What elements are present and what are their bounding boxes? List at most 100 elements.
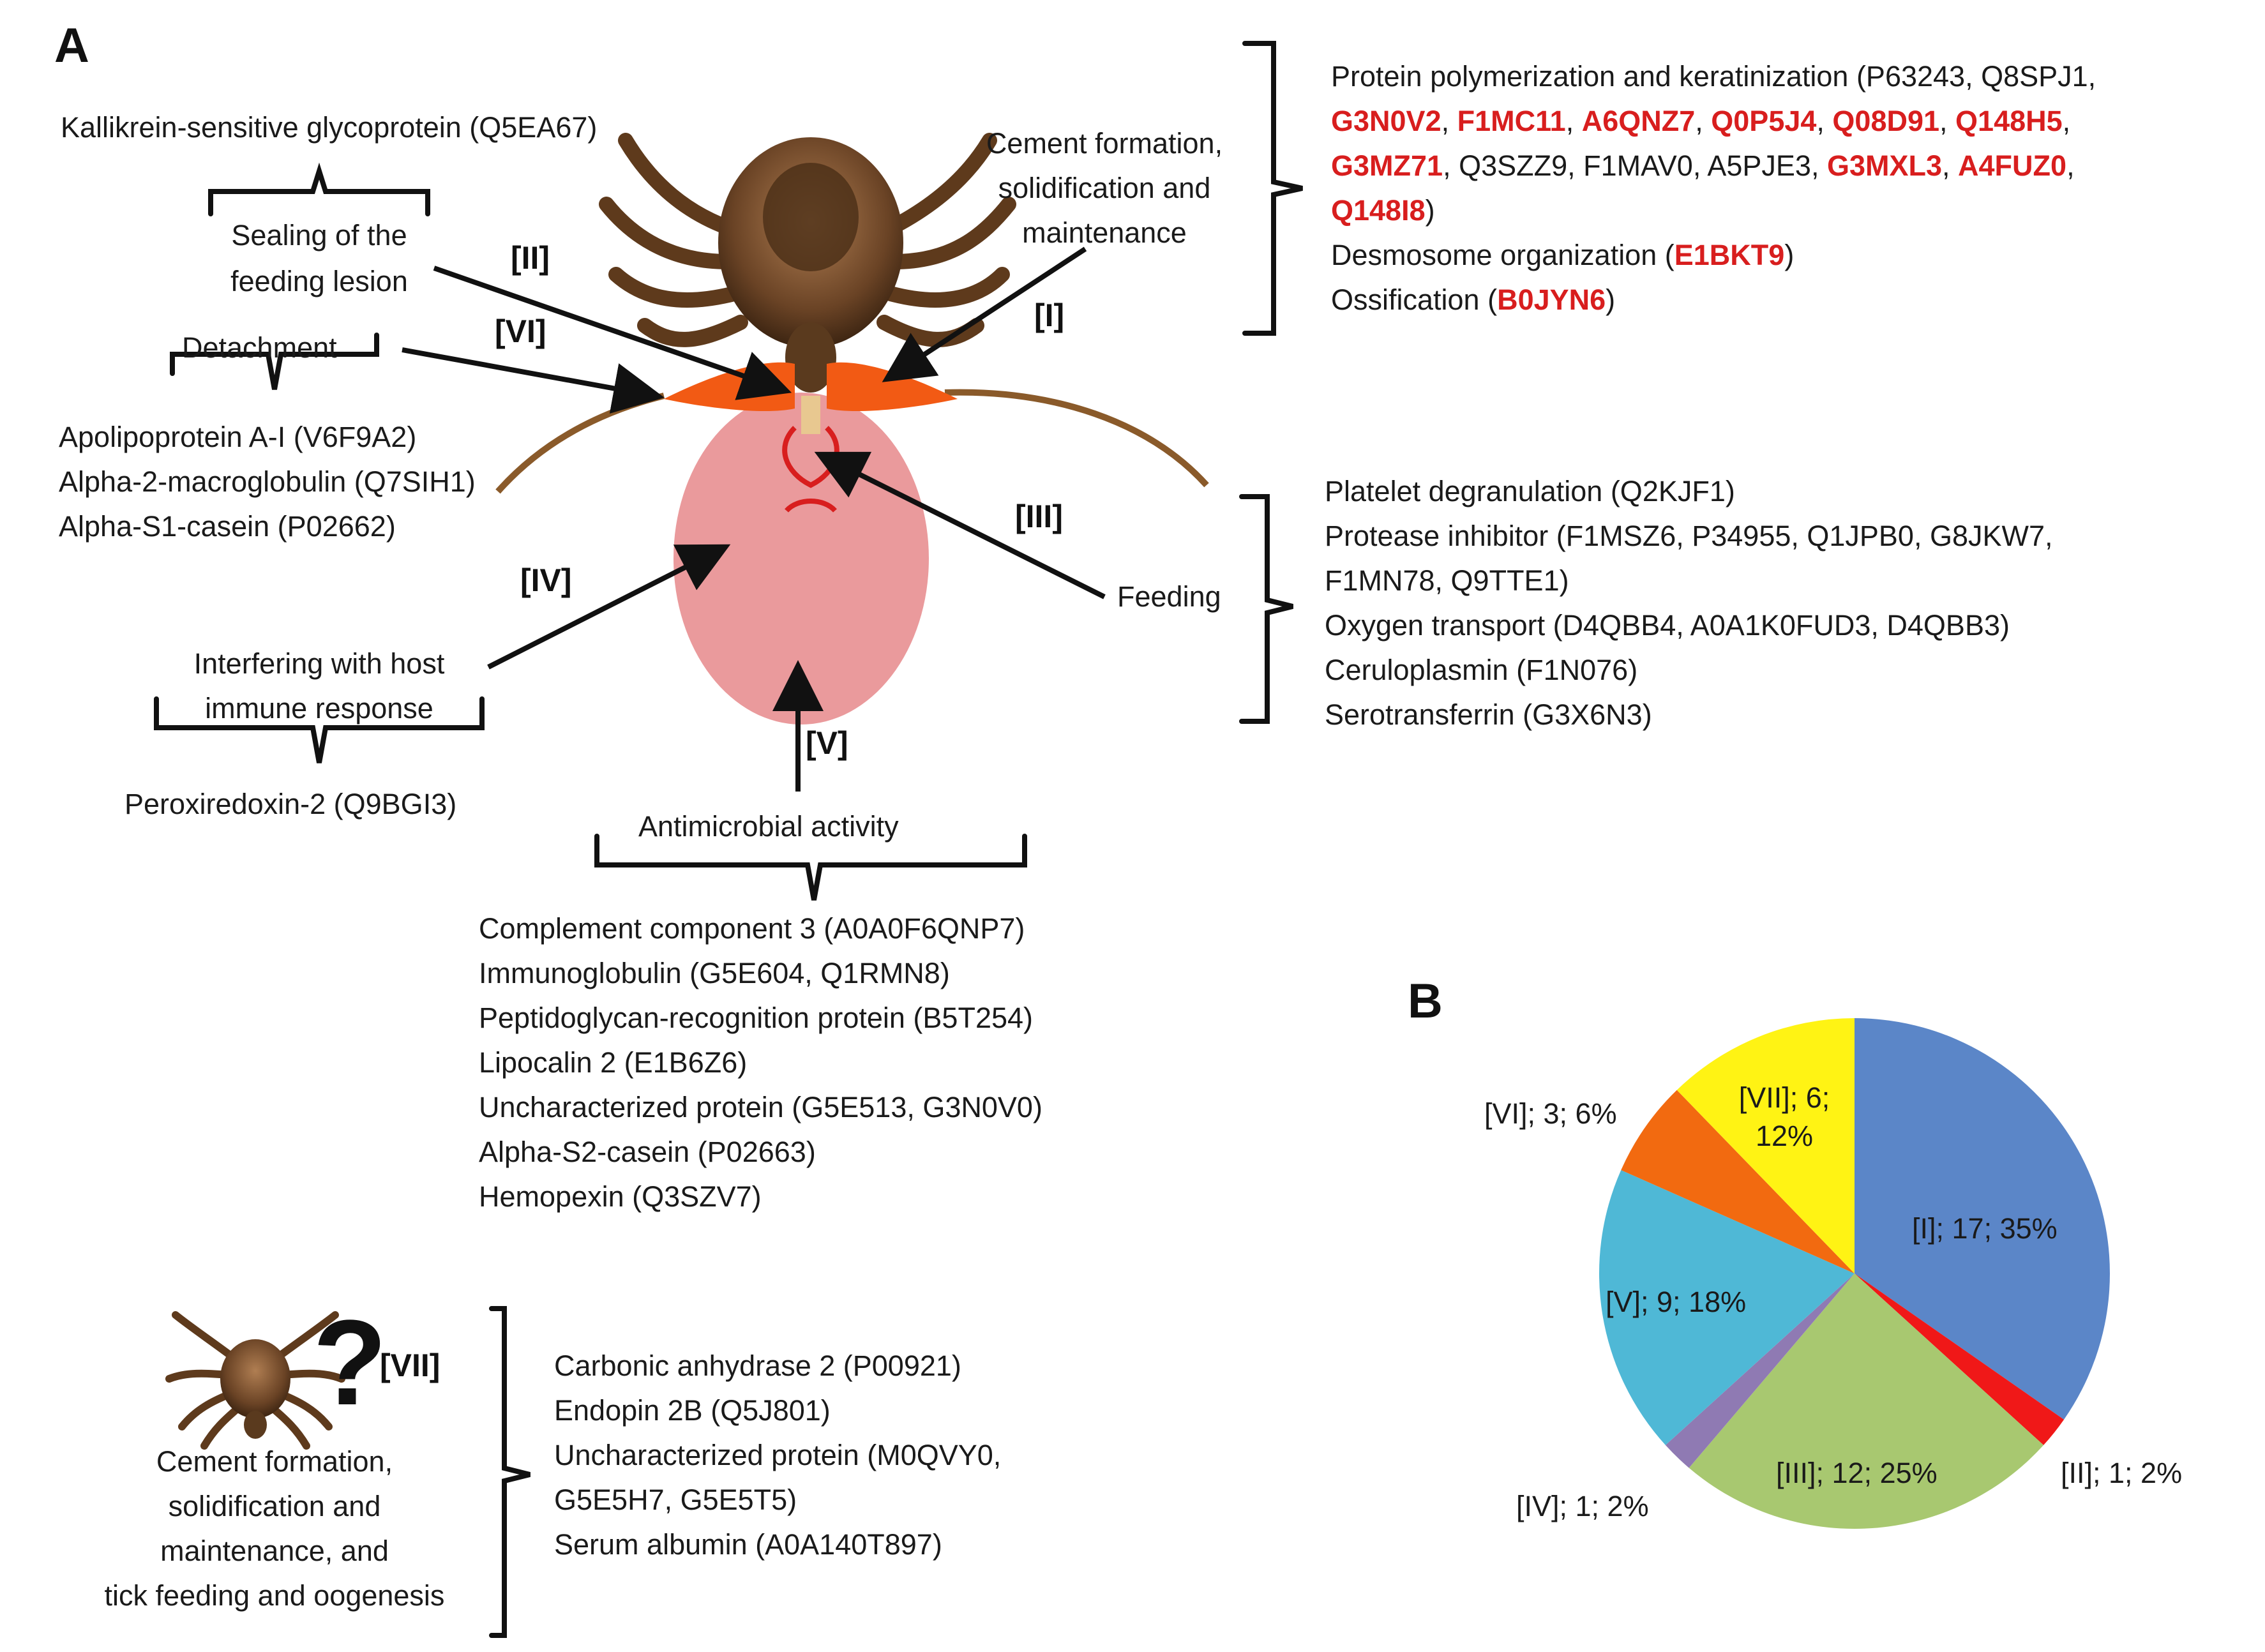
small-tick-icon (165, 1311, 345, 1450)
blood-pool (673, 393, 929, 725)
pie-label-II: [II]; 1; 2% (2061, 1457, 2183, 1489)
tag-V: [V] (806, 725, 848, 761)
sealing-process: Sealing of the feeding lesion (192, 213, 447, 304)
antimicrobial-protein-6: Alpha-S2-casein (P02663) (479, 1136, 816, 1168)
cement-sep: , (1441, 105, 1457, 137)
unknown-protein-1: Carbonic anhydrase 2 (P00921) (554, 1349, 961, 1382)
feeding-process: Feeding (1117, 580, 1221, 613)
feeding-protein-4: Oxygen transport (D4QBB4, A0A1K0FUD3, D4… (1325, 609, 2010, 642)
immune-process: Interfering with host immune response (128, 642, 511, 731)
immune-process-line1: Interfering with host (193, 647, 445, 680)
cement-process-line1: Cement formation, (986, 127, 1223, 160)
cement-id-E1BKT9: E1BKT9 (1674, 239, 1785, 271)
pie-label-VII: [VII]; 6; 12% (1720, 1079, 1848, 1155)
antimicrobial-protein-7: Hemopexin (Q3SZV7) (479, 1180, 762, 1213)
unknown-process-line3: maintenance, and (160, 1535, 389, 1567)
pie-slice-VI (1621, 1090, 1855, 1273)
arrow-IV (487, 544, 731, 670)
panel-letter-b: B (1408, 974, 1443, 1028)
tag-III: [III] (1015, 499, 1063, 534)
cement-id-G3MZ71: G3MZ71 (1331, 149, 1443, 182)
cement-process: Cement formation, solidification and mai… (945, 121, 1264, 255)
unknown-protein-5: Serum albumin (A0A140T897) (554, 1528, 942, 1561)
cement-sep: , (1695, 105, 1712, 137)
sealing-process-line2: feeding lesion (230, 265, 408, 297)
cement-protein-list: Protein polymerization and keratinizatio… (1331, 54, 2096, 322)
cement-id-G3N0V2: G3N0V2 (1331, 105, 1441, 137)
antimicrobial-protein-4: Lipocalin 2 (E1B6Z6) (479, 1046, 748, 1079)
unknown-protein-2: Endopin 2B (Q5J801) (554, 1394, 831, 1427)
cement-id-Q148H5: Q148H5 (1955, 105, 2063, 137)
tag-II: [II] (511, 240, 550, 276)
tick-scutum (763, 163, 859, 271)
cement-row-3: G3MZ71, Q3SZZ9, F1MAV0, A5PJE3, G3MXL3, … (1331, 144, 2096, 188)
brace-cement (1242, 41, 1303, 336)
pie-slice-I (1855, 1018, 2110, 1420)
pie-slice-VII (1676, 1018, 1855, 1273)
cement-row1-text: Protein polymerization and keratinizatio… (1331, 60, 2096, 93)
feeding-protein-6: Serotransferrin (G3X6N3) (1325, 698, 1652, 731)
feeding-protein-1: Platelet degranulation (Q2KJF1) (1325, 475, 1735, 507)
cement-id-Q08D91: Q08D91 (1832, 105, 1940, 137)
cement-id-A4FUZ0: A4FUZ0 (1958, 149, 2067, 182)
tick-leg-left (495, 393, 665, 494)
desmosome-label: Desmosome organization ( (1331, 239, 1674, 271)
cement-process-line3: maintenance (1022, 216, 1187, 249)
tag-VI: [VI] (495, 313, 546, 349)
arrow-I (882, 246, 1087, 382)
cement-id-F1MC11: F1MC11 (1457, 105, 1566, 137)
antimicrobial-protein-list: Complement component 3 (A0A0F6QNP7) Immu… (479, 906, 1042, 1219)
arrow-VI (402, 347, 665, 414)
brace-unknown (489, 1306, 531, 1638)
cement-sep: , (1565, 105, 1582, 137)
pie-label-IV: [IV]; 1; 2% (1516, 1490, 1649, 1522)
cement-process-line2: solidification and (998, 172, 1211, 204)
pie-label-VI: [VI]; 3; 6% (1484, 1097, 1617, 1130)
cement-id-A6QNZ7: A6QNZ7 (1581, 105, 1696, 137)
antimicrobial-protein-2: Immunoglobulin (G5E604, Q1RMN8) (479, 957, 950, 989)
tag-IV: [IV] (520, 562, 572, 598)
brace-feeding (1239, 494, 1293, 724)
antimicrobial-protein-5: Uncharacterized protein (G5E513, G3N0V0) (479, 1091, 1042, 1123)
ossification-label: Ossification ( (1331, 283, 1498, 316)
cement-close: ) (1784, 239, 1795, 271)
cement-close: ) (1425, 194, 1435, 227)
pie-label-VII-line2: 12% (1755, 1120, 1814, 1152)
feeding-lesion (782, 426, 839, 513)
unknown-protein-3: Uncharacterized protein (M0QVY0, (554, 1439, 1002, 1471)
question-mark-icon: ? (313, 1295, 388, 1430)
cement-sep: , (1939, 105, 1956, 137)
detachment-protein-3: Alpha-S1-casein (P02662) (59, 510, 396, 543)
pie-label-III: [III]; 12; 25% (1776, 1457, 1938, 1489)
pie-slice-IV (1665, 1273, 1855, 1468)
cement-row-5: Desmosome organization (E1BKT9) (1331, 233, 2096, 278)
cement-sep: , (2066, 149, 2075, 182)
antimicrobial-process: Antimicrobial activity (638, 810, 899, 843)
pie-label-I: [I]; 17; 35% (1912, 1212, 2058, 1245)
pie-label-V: [V]; 9; 18% (1606, 1286, 1747, 1318)
antimicrobial-protein-1: Complement component 3 (A0A0F6QNP7) (479, 912, 1025, 945)
brace-immune (154, 696, 485, 763)
pie-slice-V (1599, 1170, 1855, 1445)
cement-id-B0JYN6: B0JYN6 (1497, 283, 1606, 316)
antimicrobial-protein-3: Peptidoglycan-recognition protein (B5T25… (479, 1002, 1034, 1034)
cement-row-4: Q148I8) (1331, 188, 2096, 233)
feeding-protein-3: F1MN78, Q9TTE1) (1325, 564, 1569, 597)
pie-label-VII-line1: [VII]; 6; (1738, 1081, 1830, 1114)
brace-antimicrobial (594, 834, 1027, 901)
feeding-protein-list: Platelet degranulation (Q2KJF1) Protease… (1325, 469, 2053, 737)
immune-process-line2: immune response (205, 692, 433, 725)
sealing-process-line1: Sealing of the (231, 219, 407, 252)
tag-VII: [VII] (380, 1348, 440, 1383)
cement-id-G3MXL3: G3MXL3 (1826, 149, 1943, 182)
pie-slice-III (1689, 1273, 2044, 1529)
cement-id-Q148I8: Q148I8 (1331, 194, 1426, 227)
arrow-III (814, 451, 1106, 599)
detachment-protein-list: Apolipoprotein A-I (V6F9A2) Alpha-2-macr… (59, 415, 476, 549)
feeding-protein-5: Ceruloplasmin (F1N076) (1325, 654, 1638, 686)
tick-head (785, 322, 836, 393)
tag-I: [I] (1034, 297, 1065, 333)
brace-detachment (170, 333, 379, 390)
panel-letter-a: A (54, 19, 89, 73)
